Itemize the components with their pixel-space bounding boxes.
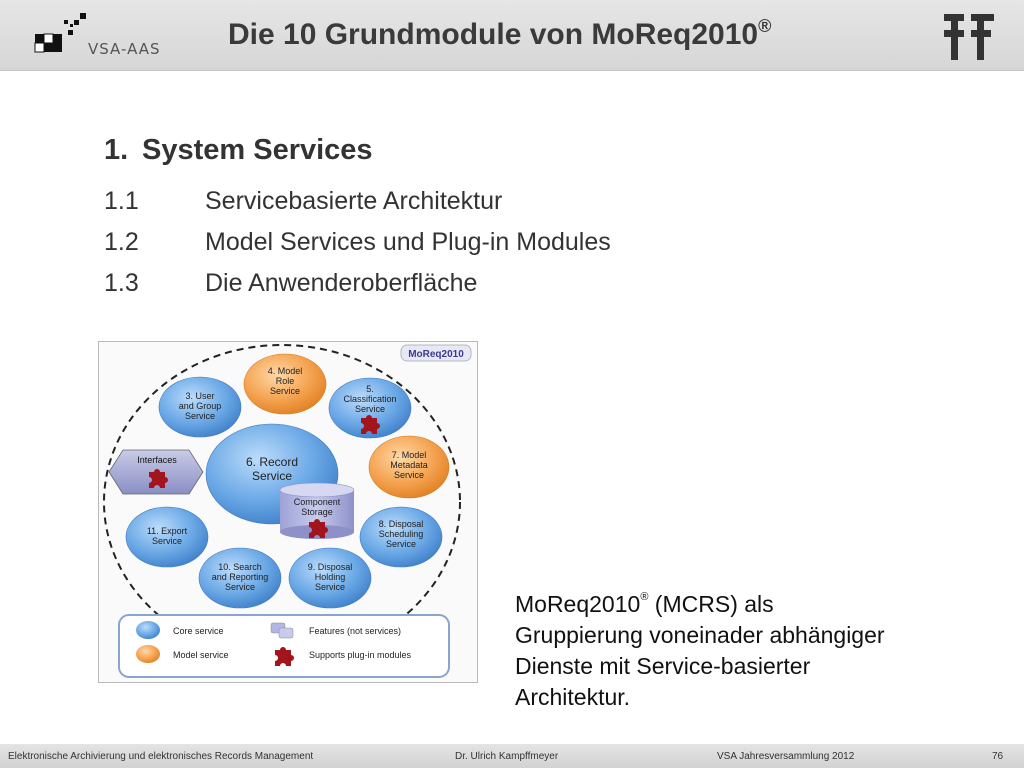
section-title: System Services <box>142 134 373 166</box>
list-item: 1.2 Model Services und Plug-in Modules <box>104 228 611 257</box>
registered-mark: ® <box>758 16 772 36</box>
list-item-number: 1.2 <box>104 228 139 256</box>
module-model-metadata-service: 7. Model Metadata Service <box>368 435 450 499</box>
list-item-text: Model Services und Plug-in Modules <box>205 228 611 256</box>
module-label: 11. Export <box>147 526 188 536</box>
list-item-text: Servicebasierte Architektur <box>205 187 503 215</box>
list-item-number: 1.1 <box>104 187 139 215</box>
section-number: 1. <box>104 134 129 166</box>
module-label: Storage <box>301 507 333 517</box>
system-boundary <box>103 344 461 660</box>
module-label: and Reporting <box>212 572 269 582</box>
legend-plugins-label: Supports plug-in modules <box>309 650 412 660</box>
caption-line: Dienste mit Service-basierter <box>515 653 811 679</box>
component-storage: Component Storage <box>279 482 355 539</box>
legend-features-label: Features (not services) <box>309 626 401 636</box>
interfaces-block: Interfaces <box>108 449 204 495</box>
page-title-text: Die 10 Grundmodule von MoReq2010 <box>228 18 759 51</box>
module-label: Holding <box>315 572 346 582</box>
module-label: Service <box>225 582 255 592</box>
legend-core-label: Core service <box>173 626 224 636</box>
caption-line: Gruppierung voneinader abhängiger <box>515 622 885 648</box>
caption-moreq: MoReq2010 <box>515 591 641 617</box>
legend-model-swatch <box>136 645 160 663</box>
section-heading: 1. System Services <box>104 134 373 167</box>
legend-core-swatch <box>136 621 160 639</box>
vsa-logo-text: VSA-AAS <box>88 40 161 58</box>
footer-left-text: Elektronische Archivierung und elektroni… <box>8 751 314 762</box>
diagram-legend: Core service Model service Features (not… <box>118 614 450 678</box>
module-label: 4. Model <box>268 366 303 376</box>
footer-bar: Elektronische Archivierung und elektroni… <box>0 744 1024 768</box>
footer-author: Dr. Ulrich Kampffmeyer <box>455 751 559 762</box>
module-classification-service: 5. Classification Service <box>328 377 412 439</box>
list-item: 1.3 Die Anwenderoberfläche <box>104 269 477 298</box>
module-label: Service <box>252 469 292 483</box>
module-label: Classification <box>343 394 396 404</box>
module-label: Service <box>270 386 300 396</box>
caption-line1-rest: (MCRS) als <box>648 591 774 617</box>
module-label: Metadata <box>390 460 428 470</box>
page-title: Die 10 Grundmodule von MoReq2010® <box>228 16 771 52</box>
module-label: 7. Model <box>392 450 427 460</box>
module-label: Service <box>185 411 215 421</box>
module-label: and Group <box>179 401 222 411</box>
module-label: Service <box>152 536 182 546</box>
module-label: Scheduling <box>379 529 424 539</box>
list-item: 1.1 Servicebasierte Architektur <box>104 187 502 216</box>
list-item-number: 1.3 <box>104 269 139 297</box>
header-bar: VSA-AAS Die 10 Grundmodule von MoReq2010… <box>0 0 1024 71</box>
module-label: 6. Record <box>246 455 298 469</box>
list-item-text: Die Anwenderoberfläche <box>205 269 478 297</box>
legend-model-label: Model service <box>173 650 229 660</box>
module-label: Component <box>294 497 341 507</box>
module-label: 10. Search <box>218 562 262 572</box>
module-model-role-service: 4. Model Role Service <box>243 353 327 415</box>
vsa-logo <box>34 13 86 53</box>
module-label: 5. <box>366 384 374 394</box>
module-search-reporting-service: 10. Search and Reporting Service <box>198 547 282 609</box>
caption-line: Architektur. <box>515 684 631 710</box>
diagram-caption: MoReq2010® (MCRS) als Gruppierung vonein… <box>515 582 955 713</box>
module-label: Role <box>276 376 295 386</box>
module-label: 8. Disposal <box>379 519 424 529</box>
module-label: 3. User <box>185 391 214 401</box>
tf-logo <box>944 14 994 60</box>
module-disposal-scheduling-service: 8. Disposal Scheduling Service <box>359 506 443 568</box>
module-label: 9. Disposal <box>308 562 353 572</box>
module-export-service: 11. Export Service <box>125 506 209 568</box>
page-number: 76 <box>992 751 1004 762</box>
moreq-badge: MoReq2010 <box>400 344 472 362</box>
module-user-group-service: 3. User and Group Service <box>158 376 242 438</box>
caption-registered-mark: ® <box>640 591 649 603</box>
module-disposal-holding-service: 9. Disposal Holding Service <box>288 547 372 609</box>
module-label: Service <box>355 404 385 414</box>
interfaces-label: Interfaces <box>137 455 177 465</box>
caption-line: MoReq2010® (MCRS) als <box>515 582 955 620</box>
badge-text: MoReq2010 <box>408 349 464 360</box>
footer-event: VSA Jahresversammlung 2012 <box>717 751 855 762</box>
legend-features-swatch <box>270 622 294 639</box>
module-label: Service <box>394 470 424 480</box>
module-label: Service <box>386 539 416 549</box>
module-label: Service <box>315 582 345 592</box>
moreq-module-diagram: MoReq2010 4. Model Role Service 3. User … <box>98 341 478 683</box>
